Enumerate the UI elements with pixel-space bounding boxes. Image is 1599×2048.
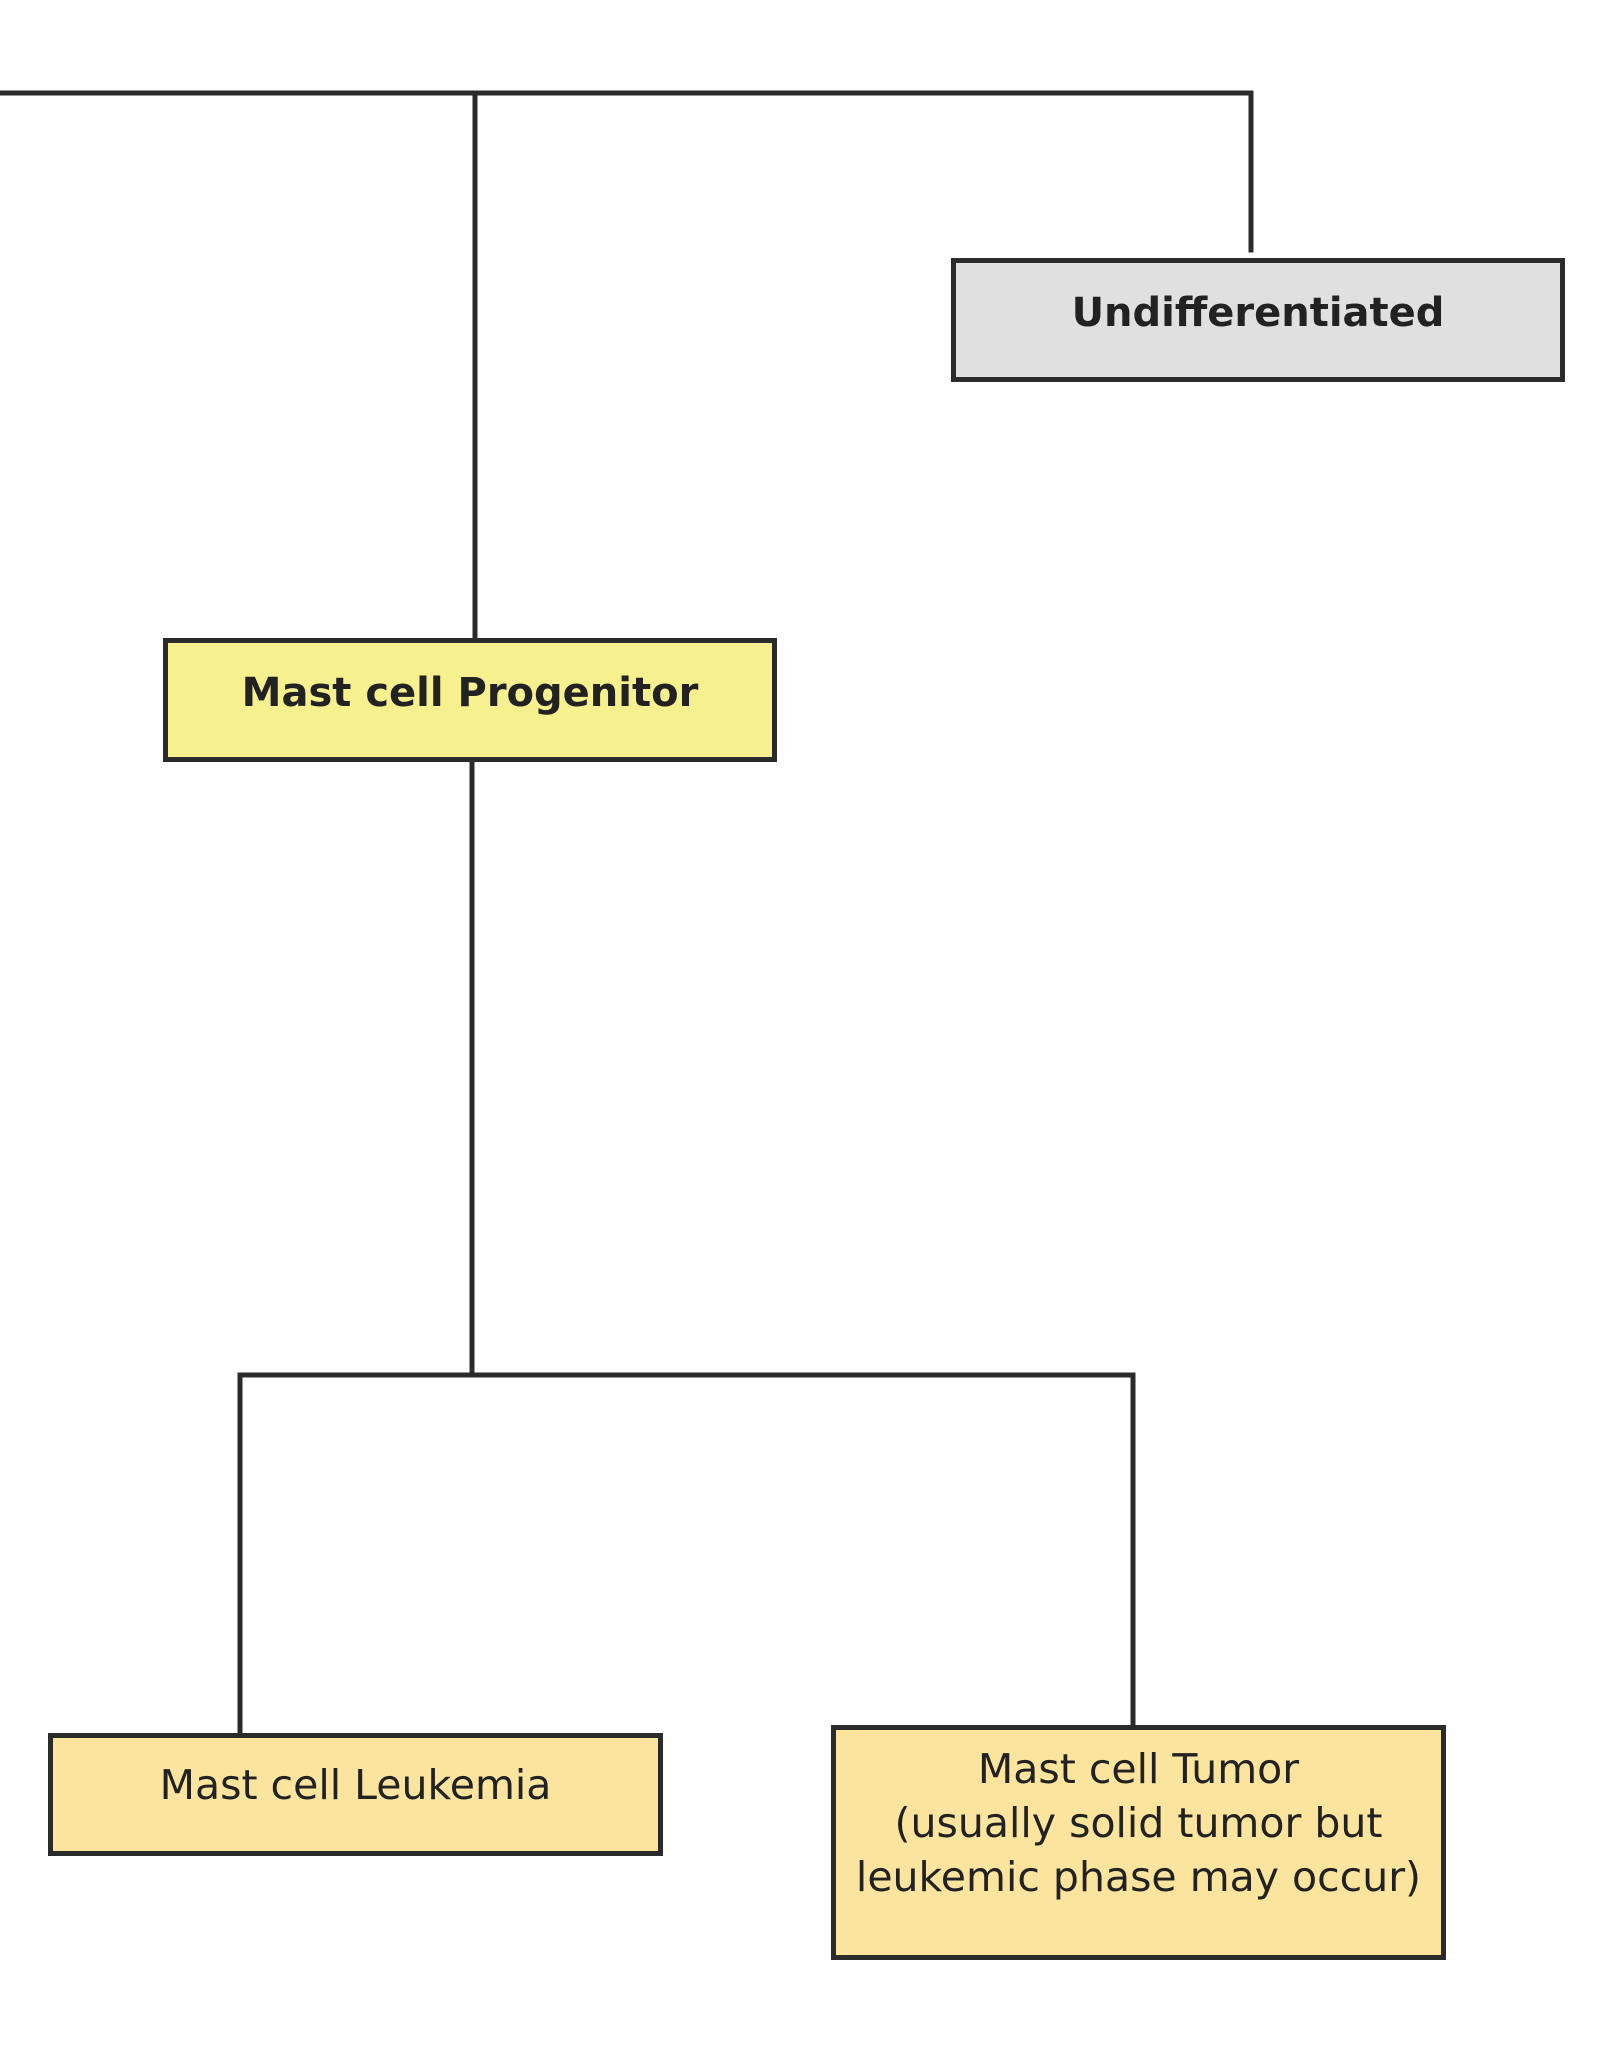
mast-cell-progenitor-label: Mast cell Progenitor [241, 670, 699, 716]
mast-cell-tumor-label-line-1: Mast cell Tumor [977, 1745, 1300, 1793]
mast-cell-tumor-label-line-3: leukemic phase may occur) [855, 1853, 1422, 1902]
mast-cell-leukemia-node: Mast cell Leukemia [48, 1733, 663, 1856]
mast-cell-progenitor-node: Mast cell Progenitor [163, 638, 777, 762]
mast-cell-tumor-node: Mast cell Tumor (usually solid tumor but… [831, 1725, 1446, 1960]
undifferentiated-node: Undifferentiated [951, 258, 1565, 382]
mast-cell-leukemia-label: Mast cell Leukemia [159, 1761, 552, 1809]
mast-cell-tumor-label-line-2: (usually solid tumor but [894, 1799, 1383, 1848]
undifferentiated-label: Undifferentiated [1071, 290, 1445, 336]
